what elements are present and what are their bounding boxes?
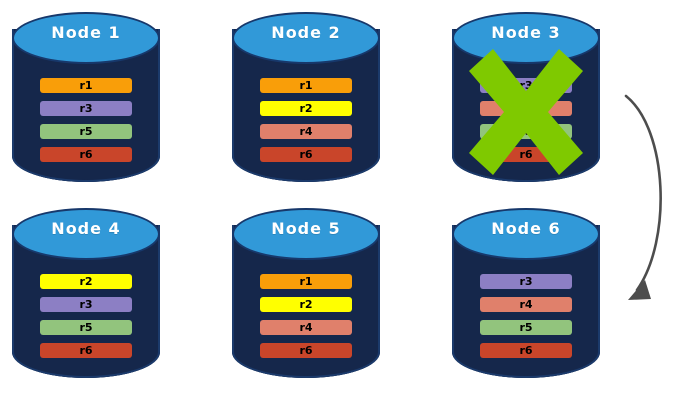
replica-bar[interactable]: r6 — [260, 343, 352, 358]
replica-bar[interactable]: r6 — [480, 343, 572, 358]
replica-bar[interactable]: r3 — [480, 274, 572, 289]
replica-bar[interactable]: r6 — [40, 147, 132, 162]
node-title: Node 5 — [271, 219, 341, 238]
cylinder-top-ellipse — [232, 208, 380, 260]
node-1[interactable]: Node 1 r1 r3 r5 r6 — [12, 12, 160, 182]
replica-bar[interactable]: r1 — [260, 78, 352, 93]
replica-bar[interactable]: r3 — [40, 297, 132, 312]
replica-bar[interactable]: r4 — [260, 320, 352, 335]
cylinder-top-ellipse — [452, 208, 600, 260]
node-title: Node 4 — [51, 219, 121, 238]
replica-list: r1 r3 r5 r6 — [12, 64, 160, 164]
replica-bar[interactable]: r6 — [40, 343, 132, 358]
replica-list: r3 r4 r5 r6 — [452, 260, 600, 360]
cylinder-top-ellipse — [232, 12, 380, 64]
replica-bar[interactable]: r1 — [260, 274, 352, 289]
replica-bar[interactable]: r2 — [40, 274, 132, 289]
replica-bar[interactable]: r5 — [480, 320, 572, 335]
replica-list: r1 r2 r4 r6 — [232, 64, 380, 164]
node-2[interactable]: Node 2 r1 r2 r4 r6 — [232, 12, 380, 182]
cylinder-top-ellipse — [12, 208, 160, 260]
replica-bar[interactable]: r4 — [480, 297, 572, 312]
replica-bar[interactable]: r5 — [40, 320, 132, 335]
node-title: Node 3 — [491, 23, 561, 42]
replica-list: r1 r2 r4 r6 — [232, 260, 380, 360]
node-4[interactable]: Node 4 r2 r3 r5 r6 — [12, 208, 160, 378]
replica-bar[interactable]: r2 — [260, 101, 352, 116]
replica-list: r2 r3 r5 r6 — [12, 260, 160, 360]
node-title: Node 2 — [271, 23, 341, 42]
node-5[interactable]: Node 5 r1 r2 r4 r6 — [232, 208, 380, 378]
replica-bar[interactable]: r5 — [40, 124, 132, 139]
replica-bar[interactable]: r2 — [260, 297, 352, 312]
replica-bar[interactable]: r6 — [260, 147, 352, 162]
replica-bar[interactable]: r3 — [40, 101, 132, 116]
replica-bar[interactable]: r1 — [40, 78, 132, 93]
node-title: Node 1 — [51, 23, 121, 42]
node-title: Node 6 — [491, 219, 561, 238]
node-6[interactable]: Node 6 r3 r4 r5 r6 — [452, 208, 600, 378]
cylinder-top-ellipse — [12, 12, 160, 64]
replica-bar[interactable]: r4 — [260, 124, 352, 139]
